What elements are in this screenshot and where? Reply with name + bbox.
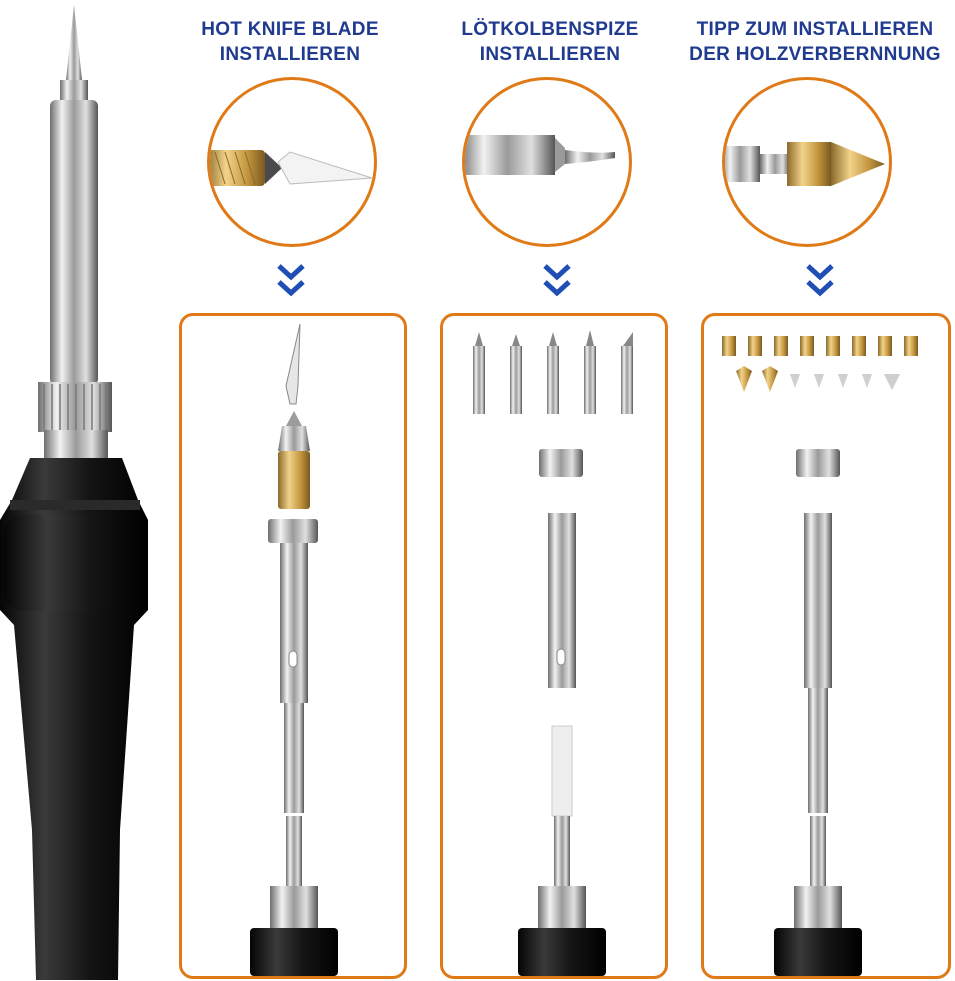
chevron-down-icon xyxy=(806,264,834,297)
soldering-tip-closeup xyxy=(462,77,632,247)
column-1-title-line1: HOT KNIFE BLADE xyxy=(201,19,379,40)
hot-knife-closeup-image xyxy=(210,150,373,186)
wood-burning-tip-closeup-image xyxy=(725,142,885,186)
hot-knife-blade-closeup xyxy=(207,77,377,247)
column-3-title-line2: DER HOLZVERBERNNUNG xyxy=(689,44,941,65)
column-3-title: TIPP ZUM INSTALLIEREN DER HOLZVERBERNNUN… xyxy=(680,17,950,67)
column-2-title-line1: LÖTKOLBENSPIZE xyxy=(461,19,639,40)
chevron-down-icon xyxy=(543,264,571,297)
column-2-title-line2: INSTALLIEREN xyxy=(479,44,621,65)
soldering-tip-closeup-image xyxy=(465,135,615,175)
column-1-title: HOT KNIFE BLADE INSTALLIEREN xyxy=(180,17,400,67)
hot-knife-assembly-panel xyxy=(179,313,407,979)
wood-burning-assembly-image xyxy=(722,336,918,976)
column-1-title-line2: INSTALLIEREN xyxy=(219,44,361,65)
soldering-tip-assembly-panel xyxy=(440,313,668,979)
column-3-title-line1: TIPP ZUM INSTALLIEREN xyxy=(696,19,934,40)
soldering-tip-assembly-image xyxy=(473,330,633,976)
column-2-title: LÖTKOLBENSPIZE INSTALLIEREN xyxy=(440,17,660,67)
wood-burning-assembly-panel xyxy=(701,313,951,979)
wood-burning-tip-closeup xyxy=(722,77,892,247)
hot-knife-assembly-image xyxy=(250,323,338,976)
chevron-down-icon xyxy=(277,264,305,297)
